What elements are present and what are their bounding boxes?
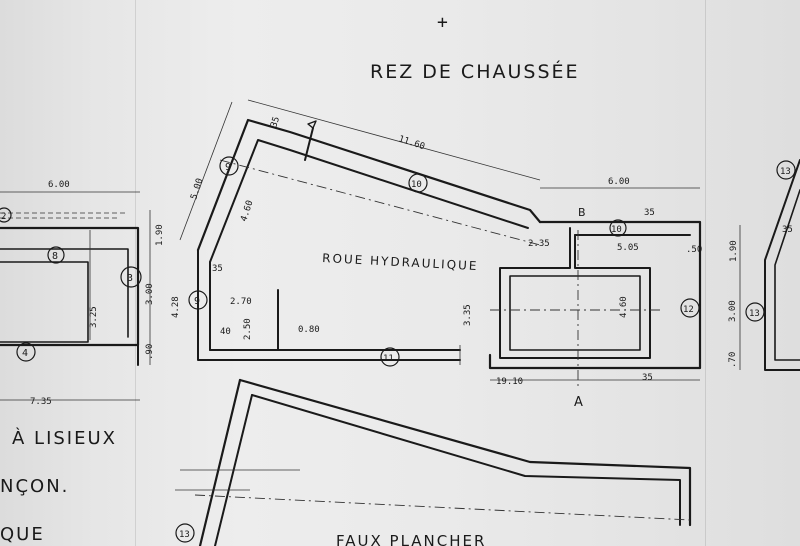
- dim-11-60: 11.60: [397, 134, 426, 152]
- dim-90: .90: [145, 344, 155, 360]
- svg-text:10: 10: [611, 225, 622, 235]
- lower-floor-outline: [175, 378, 692, 546]
- svg-text:10: 10: [411, 180, 422, 190]
- marker-3: 3: [120, 266, 142, 288]
- main-building-outline: [179, 99, 542, 365]
- north-arrow: [304, 127, 314, 161]
- svg-text:4: 4: [22, 348, 28, 359]
- marker-13-mid: 13: [745, 302, 765, 322]
- dim-2-35: 2.35: [528, 239, 550, 249]
- far-right-fragment: [764, 159, 800, 371]
- dim-35-wing-base: 35: [212, 264, 223, 274]
- dim-1-90-left: 1.90: [155, 224, 165, 246]
- circle-markers: 8 3 4 9 9 10 10 11 12 13 13 13 2: [0, 156, 796, 543]
- dim-35-wing: 35: [269, 116, 282, 129]
- svg-text:9: 9: [194, 296, 200, 307]
- drawing-title: REZ DE CHAUSSÉE: [370, 60, 580, 83]
- margin-text-2: NÇON.: [0, 476, 69, 497]
- dim-3-35: 3.35: [463, 304, 473, 326]
- marker-4: 4: [16, 342, 36, 362]
- svg-text:12: 12: [683, 305, 694, 315]
- dim-1-90-right: 1.90: [729, 240, 739, 262]
- dim-4-28: 4.28: [171, 296, 181, 318]
- dim-70: .70: [728, 352, 738, 368]
- svg-text:13: 13: [179, 530, 190, 540]
- paper-fold-line: [705, 0, 706, 546]
- dim-6-00-right: 6.00: [608, 177, 630, 187]
- marker-10-diag: 10: [408, 173, 428, 193]
- svg-text:13: 13: [780, 167, 791, 177]
- svg-text:2: 2: [1, 212, 6, 222]
- dim-35-right: 35: [644, 208, 655, 218]
- north-arrow-head: [307, 120, 317, 129]
- section-letter-a: A: [574, 395, 585, 410]
- dim-6-00-left: 6.00: [48, 180, 70, 190]
- dim-3-00-left: 3.00: [145, 283, 155, 305]
- margin-text-1: À LISIEUX: [12, 427, 117, 449]
- water-wheel-label: ROUE HYDRAULIQUE: [322, 251, 479, 273]
- dim-5-05: 5.05: [617, 243, 639, 253]
- marker-9-bottom: 9: [188, 290, 208, 310]
- false-floor-label: FAUX PLANCHER: [336, 532, 486, 546]
- marker-9-top: 9: [219, 156, 239, 176]
- marker-13-bottom: 13: [175, 523, 195, 543]
- dim-2-50: 2.50: [243, 318, 253, 340]
- dim-35-far: 35: [782, 225, 793, 235]
- dim-7-35: 7.35: [30, 397, 52, 407]
- svg-text:13: 13: [749, 309, 760, 319]
- right-wing: [488, 187, 741, 390]
- marker-10-right: 10: [609, 219, 627, 237]
- marker-13-top: 13: [776, 160, 796, 180]
- dim-40: 40: [220, 327, 231, 337]
- marker-2: 2: [0, 207, 12, 223]
- section-letter-b: B: [578, 206, 588, 219]
- dim-4-60-right: 4.60: [619, 296, 629, 318]
- left-wing: [0, 191, 151, 401]
- dim-0-80: 0.80: [298, 325, 320, 335]
- dim-2-70: 2.70: [230, 297, 252, 307]
- cross-mark: +: [437, 12, 448, 33]
- margin-text-3: QUE: [0, 524, 45, 545]
- dim-50: .50: [686, 245, 702, 255]
- marker-12: 12: [680, 298, 700, 318]
- dim-3-25: 3.25: [89, 306, 99, 328]
- marker-8: 8: [47, 246, 65, 264]
- paper-fold-line: [135, 0, 136, 546]
- dim-3-00-right: 3.00: [728, 300, 738, 322]
- dim-4-60: 4.60: [239, 199, 255, 223]
- dim-19-10: 19.10: [496, 377, 523, 387]
- marker-11: 11: [380, 347, 400, 367]
- svg-text:3: 3: [127, 273, 133, 284]
- dim-5-00: 5.00: [189, 177, 205, 201]
- svg-text:11: 11: [383, 354, 394, 364]
- dim-35-bottom: 35: [642, 373, 653, 383]
- svg-text:9: 9: [225, 162, 231, 173]
- svg-text:8: 8: [52, 251, 58, 262]
